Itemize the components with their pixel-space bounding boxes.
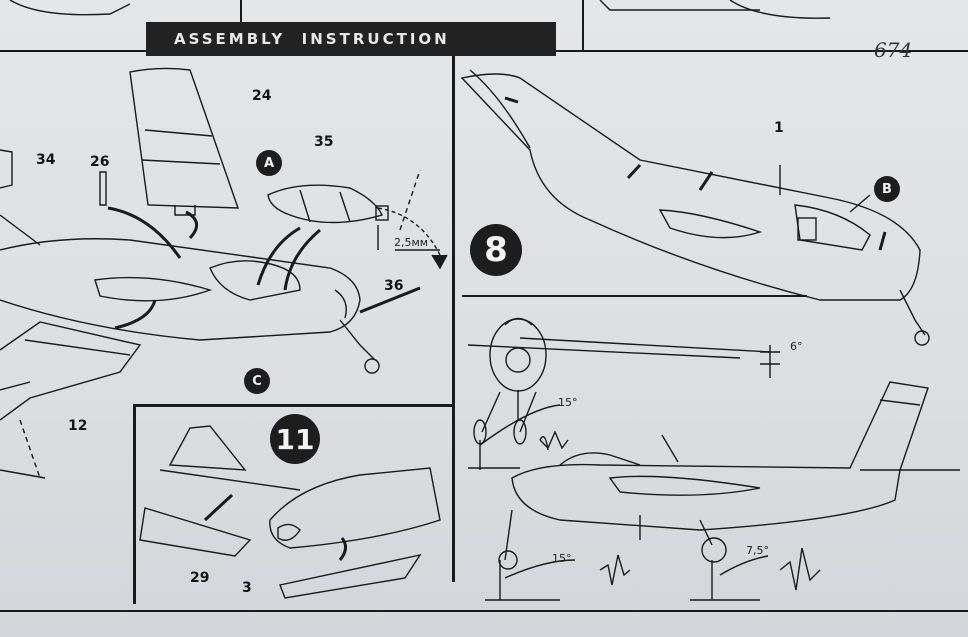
center-divider xyxy=(452,52,455,582)
callout-c: C xyxy=(244,368,270,394)
step11-top-rule xyxy=(135,404,455,407)
step-8-badge: 8 xyxy=(470,224,522,276)
tail-angle: 7,5° xyxy=(746,544,769,557)
dihedral-measurement: 6° xyxy=(790,340,803,353)
step-11-badge: 11 xyxy=(270,414,320,464)
page-mark: 674 xyxy=(874,38,913,62)
part-26 xyxy=(99,171,107,206)
front-gear-angle: 15° xyxy=(558,396,578,409)
left-fuselage xyxy=(0,214,380,374)
banner-title: ASSEMBLY INSTRUCTION xyxy=(174,30,450,48)
bottom-rule xyxy=(0,610,968,612)
canopy-swing-arrow xyxy=(377,207,441,256)
part-29-label: 29 xyxy=(190,570,210,586)
part-34-label: 34 xyxy=(36,152,56,168)
step11-left-rule xyxy=(133,404,136,604)
part-35-label: 35 xyxy=(314,134,334,150)
step11-tail-assembly xyxy=(139,425,441,599)
part-1-label: 1 xyxy=(774,120,784,136)
top-right-rule xyxy=(582,0,584,50)
callout-a: A xyxy=(256,150,282,176)
part-35-canopy xyxy=(267,184,389,224)
part-12-wing xyxy=(0,321,142,479)
part-3-label: 3 xyxy=(242,580,252,596)
callout-b: B xyxy=(874,176,900,202)
gap-measurement: 2,5мм xyxy=(394,236,429,249)
step8-fuselage-perspective xyxy=(460,69,930,346)
break-mark xyxy=(539,430,569,450)
left-arrows xyxy=(107,206,421,330)
side-view xyxy=(485,381,960,601)
assembly-banner: ASSEMBLY INSTRUCTION xyxy=(146,22,556,56)
part-12-label: 12 xyxy=(68,418,88,434)
part-36-label: 36 xyxy=(384,278,404,294)
side-gear-angle: 15° xyxy=(552,552,572,565)
step8-arrows xyxy=(504,96,887,251)
top-left-rule xyxy=(240,0,242,22)
front-view xyxy=(467,317,780,470)
part-26-label: 26 xyxy=(90,154,110,170)
part-24-label: 24 xyxy=(252,88,272,104)
right-mid-rule xyxy=(462,295,807,297)
part-24-fin xyxy=(129,67,239,240)
part-34 xyxy=(0,149,13,189)
